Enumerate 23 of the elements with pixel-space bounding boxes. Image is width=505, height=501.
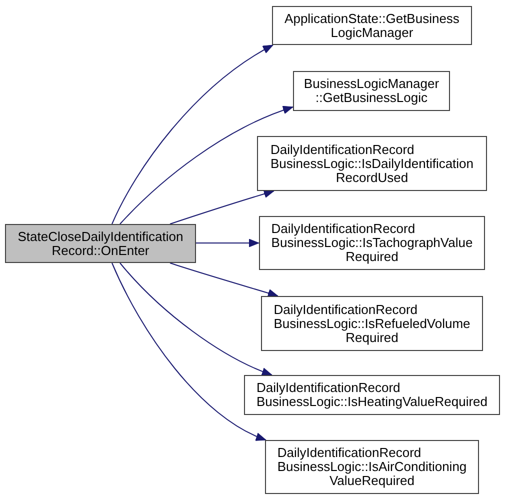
function-box — [5, 224, 196, 263]
function-box — [272, 6, 472, 45]
function-name: StateCloseDailyIdentification Record::OnEnter — [18, 230, 184, 258]
function-name: BusinessLogicManager ::GetBusinessLogic — [304, 77, 440, 105]
function-box — [293, 71, 450, 111]
arrow — [112, 262, 266, 440]
function-name: DailyIdentificationRecord BusinessLogic::IsDailyIdentification RecordUsed — [270, 142, 474, 184]
arrow — [120, 106, 294, 224]
function-box — [259, 216, 485, 270]
function-box — [265, 440, 479, 494]
arrow — [120, 262, 272, 376]
function-name: DailyIdentificationRecord BusinessLogic::IsHeatingValueRequired — [256, 381, 488, 409]
arrow — [170, 262, 278, 298]
arrow — [170, 190, 274, 224]
function-box — [257, 136, 487, 191]
function-name: DailyIdentificationRecord BusinessLogic::IsTachographValue Required — [271, 222, 473, 264]
arrow — [112, 44, 274, 224]
function-name: ApplicationState::GetBusiness LogicManager — [284, 12, 460, 40]
function-box — [261, 296, 483, 351]
function-name: DailyIdentificationRecord BusinessLogic::IsAirConditioning ValueRequired — [277, 446, 467, 488]
function-name: DailyIdentificationRecord BusinessLogic::IsRefueledVolume Required — [274, 302, 470, 344]
arrow — [196, 238, 260, 248]
function-box — [244, 375, 500, 415]
